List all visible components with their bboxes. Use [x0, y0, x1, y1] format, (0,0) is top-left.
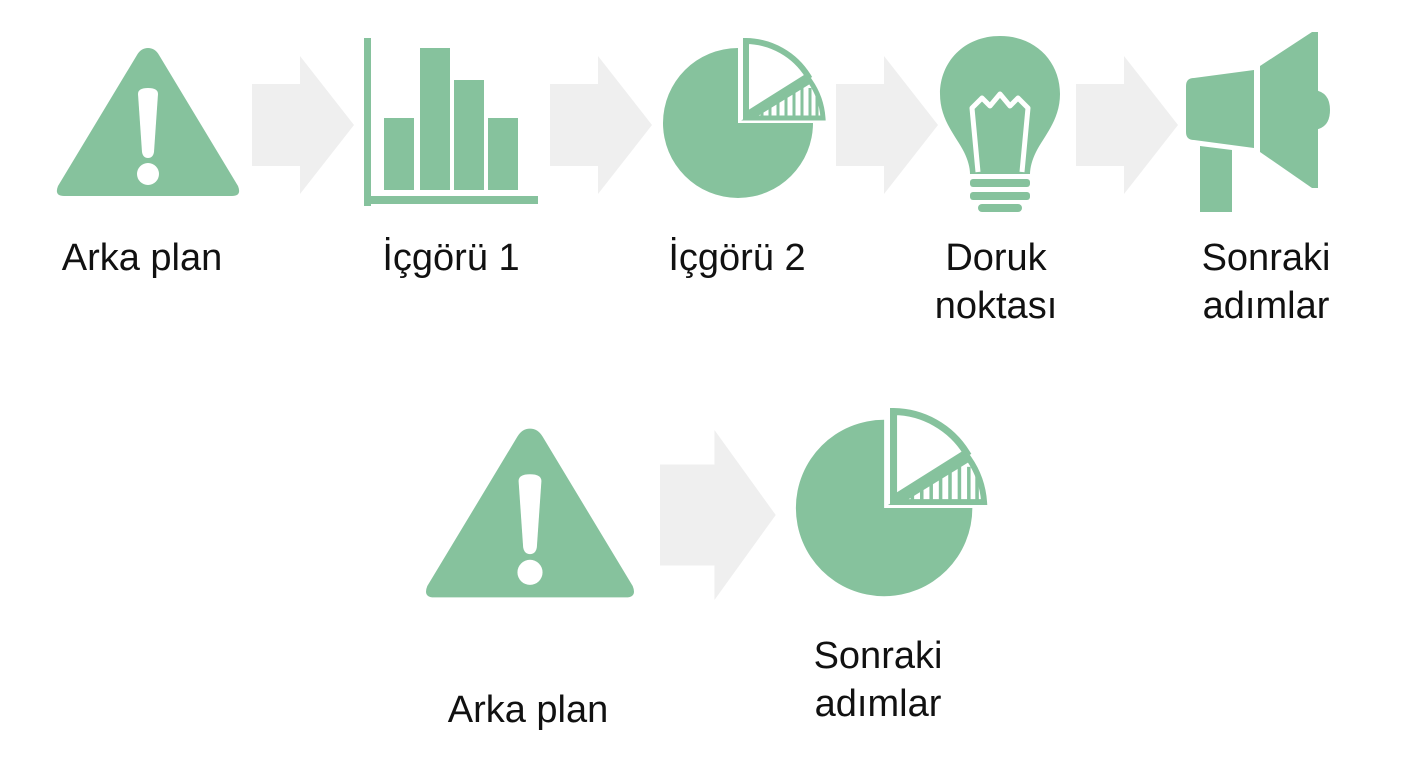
step-label-insight-1: İçgörü 1 [382, 237, 520, 279]
step-label-next-steps: Sonraki adımlar [1201, 237, 1331, 327]
pie-chart-icon [795, 407, 988, 597]
right-arrow-icon [252, 56, 354, 194]
light-bulb-icon [940, 36, 1060, 212]
bar-chart-icon [364, 38, 538, 206]
pie-chart-icon [663, 37, 826, 198]
step-label-climax: Doruk noktası [934, 237, 1058, 327]
step-label-background: Arka plan [61, 237, 223, 279]
right-arrow-icon [550, 56, 652, 194]
warning-triangle-icon [56, 48, 240, 196]
right-arrow-icon [660, 430, 776, 600]
step-label-next-steps: Sonraki adımlar [813, 635, 943, 725]
warning-triangle-icon [426, 428, 634, 598]
megaphone-icon [1186, 32, 1330, 212]
right-arrow-icon [836, 56, 938, 194]
step-label-insight-2: İçgörü 2 [668, 237, 806, 279]
right-arrow-icon [1076, 56, 1178, 194]
step-label-background: Arka plan [447, 689, 609, 731]
